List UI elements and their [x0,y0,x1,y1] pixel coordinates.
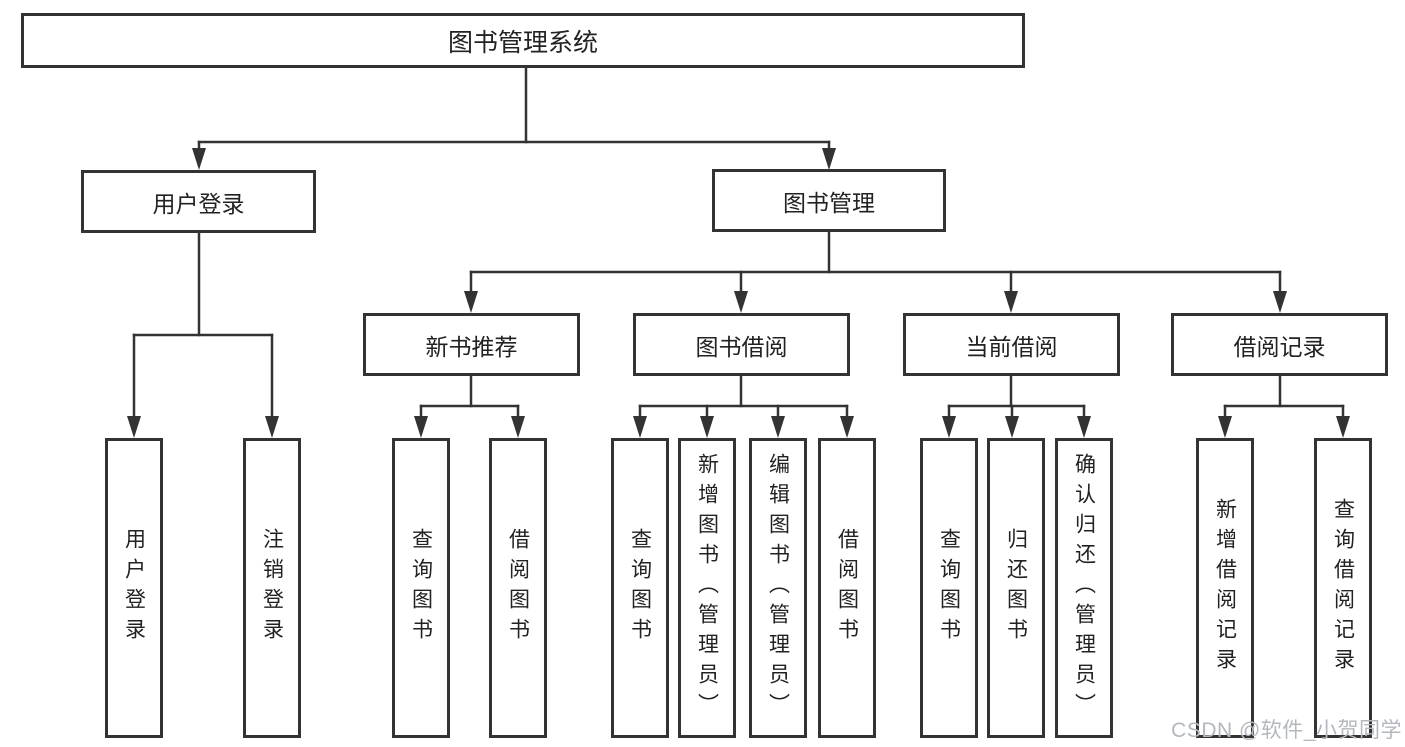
node-label: 新增借阅记录 [1213,498,1237,678]
node-query-books-current: 查询图书 [920,438,978,738]
node-label: 图书借阅 [695,333,788,360]
node-label: 查询图书 [628,528,652,648]
node-logout-action: 注销登录 [243,438,301,738]
node-label: 查询图书 [937,528,961,648]
node-query-books-borrow: 查询图书 [611,438,669,738]
node-label: 查询图书 [409,528,433,648]
node-label: 编辑图书（管理员） [766,453,790,723]
node-label: 图书管理系统 [447,28,598,57]
node-borrow-books-recommend: 借阅图书 [489,438,547,738]
node-new-book-recommend: 新书推荐 [363,313,580,376]
node-borrow-books-borrow: 借阅图书 [818,438,876,738]
node-edit-books-admin: 编辑图书（管理员） [749,438,807,738]
edge-book-borrow-children [633,374,854,438]
edge-new-book-recommend-children [414,374,525,438]
node-label: 用户登录 [152,190,245,217]
node-label: 借阅图书 [506,528,530,648]
node-label: 借阅图书 [835,528,859,648]
edge-current-borrow-children [942,374,1091,438]
node-library-management-system: 图书管理系统 [21,13,1025,68]
node-label: 确认归还（管理员） [1072,453,1096,723]
edge-borrow-records-children [1218,374,1350,438]
node-label: 图书管理 [783,189,875,216]
node-label: 新增图书（管理员） [695,453,719,723]
node-label: 当前借阅 [965,333,1058,360]
edge-root-to-level2 [192,66,836,170]
node-return-books: 归还图书 [987,438,1045,738]
node-add-books-admin: 新增图书（管理员） [678,438,736,738]
node-label: 查询借阅记录 [1331,498,1355,678]
node-borrow-records: 借阅记录 [1171,313,1388,376]
node-user-login-action: 用户登录 [105,438,163,738]
node-book-borrow: 图书借阅 [633,313,850,376]
node-book-management: 图书管理 [712,169,946,232]
node-query-books-recommend: 查询图书 [392,438,450,738]
node-label: 用户登录 [122,528,146,648]
node-confirm-return-admin: 确认归还（管理员） [1055,438,1113,738]
node-label: 借阅记录 [1233,333,1326,360]
edge-user-login-children [127,231,279,438]
node-label: 注销登录 [260,528,284,648]
node-current-borrow: 当前借阅 [903,313,1120,376]
edge-book-management-children [464,230,1287,313]
node-user-login: 用户登录 [81,170,316,233]
watermark: CSDN @软件_小贺同学 [1171,719,1402,742]
node-query-borrow-record: 查询借阅记录 [1314,438,1372,738]
node-label: 新书推荐 [425,333,518,360]
node-add-borrow-record: 新增借阅记录 [1196,438,1254,738]
node-label: 归还图书 [1004,528,1028,648]
